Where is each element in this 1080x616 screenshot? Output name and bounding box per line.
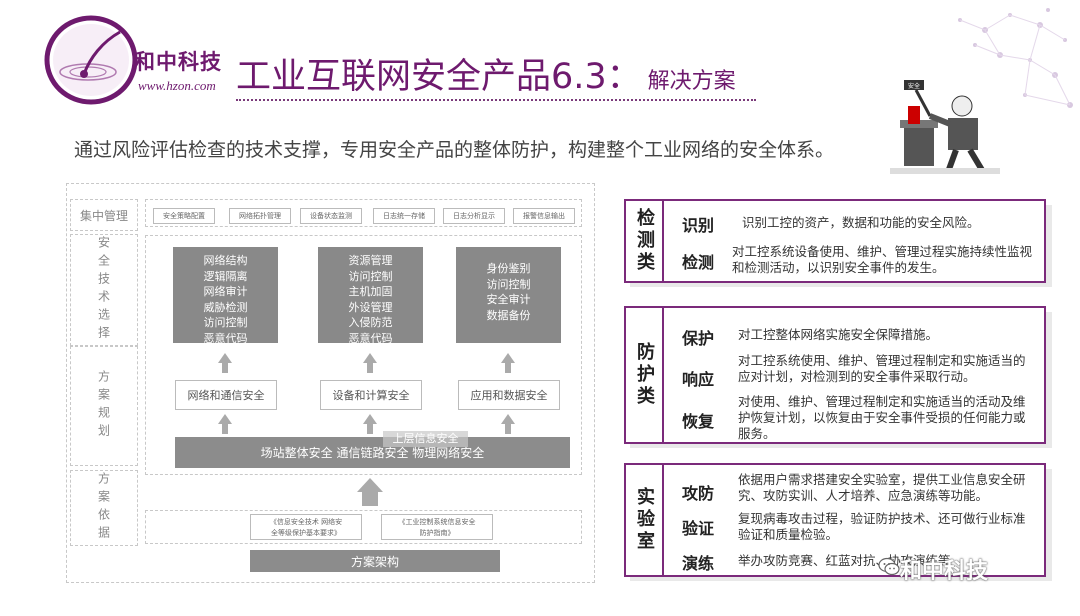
- up-arrow-icon: [501, 353, 515, 363]
- security-domain-application: 应用和数据安全: [458, 380, 560, 410]
- up-arrow-icon: [501, 414, 515, 424]
- page-title: 工业互联网安全产品6.3：解决方案: [236, 48, 736, 99]
- item-desc: 对使用、维护、管理过程制定和实施适当的活动及维护恢复计划，以恢复由于安全事件受损…: [738, 394, 1026, 441]
- intro-text: 通过风险评估检查的技术支撑，专用安全产品的整体防护，构建整个工业网络的安全体系。: [74, 139, 835, 161]
- brand-url[interactable]: www.hzon.com: [138, 78, 216, 93]
- architecture-diagram: [66, 183, 595, 583]
- arrow-stem: [367, 363, 373, 373]
- item-desc: 对工控整体网络实施安全保障措施。: [738, 327, 939, 342]
- mgmt-chip: 网络拓扑管理: [229, 208, 291, 224]
- arrow-stem: [362, 492, 378, 506]
- row-label-tech-selection: 安全技术选择: [70, 234, 138, 346]
- mgmt-band: [145, 199, 582, 227]
- item-name: 识别: [682, 216, 715, 235]
- title-main: 工业互联网安全产品6.3：: [236, 57, 642, 97]
- architecture-label-bar: 方案架构: [250, 550, 500, 572]
- wechat-icon: [878, 557, 900, 576]
- panel-category: 防护类: [626, 308, 664, 442]
- item-name: 攻防: [682, 484, 715, 503]
- security-domain-network: 网络和通信安全: [175, 380, 277, 410]
- mgmt-chip: 报警信息输出: [513, 208, 575, 224]
- item-name: 响应: [682, 370, 715, 389]
- item-desc: 识别工控的资产，数据和功能的安全风险。: [742, 215, 980, 230]
- item-desc: 依据用户需求搭建安全实验室，提供工业信息安全研究、攻防实训、人才培养、应急演练等…: [738, 472, 1026, 503]
- tech-column-device: 资源管理访问控制主机加固 外设管理入侵防范恶意代码: [318, 247, 423, 345]
- row-label-planning: 方案规划: [70, 346, 138, 466]
- item-desc: 对工控系统设备使用、维护、管理过程实施持续性监视和检测活动，以识别安全事件的发生…: [732, 244, 1033, 275]
- security-cartoon-illustration: 安全: [890, 80, 1000, 174]
- arrow-stem: [367, 424, 373, 434]
- mgmt-chip: 设备状态监测: [300, 208, 362, 224]
- row-label-centralized-mgmt: 集中管理: [70, 199, 138, 231]
- title-divider: [236, 99, 756, 101]
- up-arrow-icon: [363, 414, 377, 424]
- security-domain-device: 设备和计算安全: [320, 380, 422, 410]
- upper-info-security-overlay: 上层信息安全: [383, 431, 468, 447]
- title-sub: 解决方案: [647, 69, 736, 94]
- standard-doc: 《信息安全技术 网络安全等级保护基本要求》: [250, 514, 362, 540]
- standards-band: [145, 510, 582, 544]
- item-name: 保护: [682, 329, 715, 348]
- item-name: 演练: [682, 554, 715, 573]
- big-up-arrow-icon: [357, 478, 383, 492]
- tech-column-network: 网络结构逻辑隔离网络审计 威胁检测访问控制恶意代码: [173, 247, 278, 345]
- arrow-stem: [505, 363, 511, 373]
- panel-lab: 实验室 攻防 依据用户需求搭建安全实验室，提供工业信息安全研究、攻防实训、人才培…: [624, 463, 1046, 577]
- up-arrow-icon: [218, 414, 232, 424]
- item-name: 恢复: [682, 412, 715, 431]
- standard-doc: 《工业控制系统信息安全防护指南》: [381, 514, 493, 540]
- arrow-stem: [222, 424, 228, 434]
- panel-protection: 防护类 保护 对工控整体网络实施安全保障措施。 响应 对工控系统使用、维护、管理…: [624, 306, 1046, 444]
- cartoon-sign-text: 安全: [908, 82, 920, 90]
- watermark-text: 和中科技: [900, 559, 989, 584]
- company-logo: [44, 15, 138, 105]
- up-arrow-icon: [218, 353, 232, 363]
- arrow-stem: [505, 424, 511, 434]
- item-name: 验证: [682, 519, 715, 538]
- overall-security-bar: 场站整体安全 通信链路安全 物理网络安全: [175, 437, 570, 468]
- mgmt-chip: 日志统一存储: [373, 208, 435, 224]
- arrow-stem: [222, 363, 228, 373]
- item-desc: 对工控系统使用、维护、管理过程制定和实施适当的应对计划，对检测到的安全事件采取行…: [738, 353, 1026, 384]
- panel-detection: 检测类 识别 识别工控的资产，数据和功能的安全风险。 检测 对工控系统设备使用、…: [624, 199, 1046, 283]
- panel-category: 实验室: [626, 465, 664, 575]
- up-arrow-icon: [363, 353, 377, 363]
- mgmt-chip: 日志分析显示: [443, 208, 505, 224]
- item-desc: 复现病毒攻击过程，验证防护技术、还可做行业标准验证和质量检验。: [738, 511, 1026, 542]
- brand-name: 和中科技: [134, 50, 222, 74]
- mgmt-chip: 安全策略配置: [153, 208, 215, 224]
- item-name: 检测: [682, 253, 715, 272]
- tech-band: [145, 235, 582, 475]
- decorative-dots: [958, 8, 1073, 108]
- panel-category: 检测类: [626, 201, 664, 281]
- row-label-basis: 方案依据: [70, 470, 138, 546]
- tech-column-application: 身份鉴别访问控制 安全审计数据备份: [456, 247, 561, 343]
- item-desc: 举办攻防竞赛、红蓝对抗、协攻演练等: [738, 553, 951, 568]
